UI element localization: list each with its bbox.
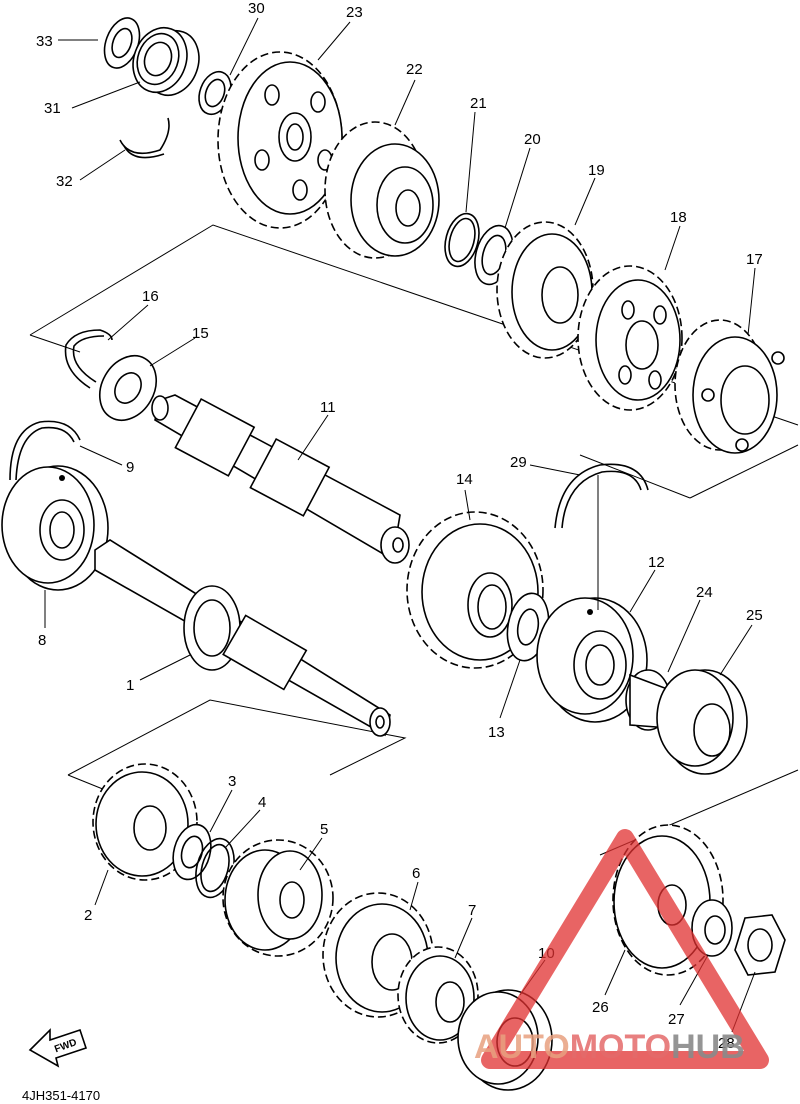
label-2: 2 — [84, 907, 92, 924]
label-7: 7 — [468, 902, 476, 919]
label-32: 32 — [56, 173, 73, 190]
part-27-lock-washer — [691, 899, 733, 957]
watermark-logo: AUTOMOTOHUB — [474, 829, 769, 1069]
label-5: 5 — [320, 821, 328, 838]
label-33: 33 — [36, 33, 53, 50]
part-18-gear — [577, 265, 683, 411]
part-29-half-ring — [554, 463, 649, 529]
label-21: 21 — [470, 95, 487, 112]
part-16-circlip — [64, 329, 113, 389]
part-7-gear — [397, 946, 479, 1044]
label-20: 20 — [524, 131, 541, 148]
label-22: 22 — [406, 61, 423, 78]
leader-lines — [44, 17, 756, 1033]
part-15-washer — [98, 355, 158, 421]
label-1: 1 — [126, 677, 134, 694]
part-25-oil-seal — [656, 669, 748, 775]
label-24: 24 — [696, 584, 713, 601]
part-11-drive-axle — [151, 394, 410, 564]
label-31: 31 — [44, 100, 61, 117]
label-28: 28 — [718, 1035, 735, 1052]
label-23: 23 — [346, 4, 363, 21]
part-28-nut — [734, 914, 786, 976]
part-2-gear — [92, 763, 198, 881]
part-31-bearing — [132, 26, 200, 97]
part-8-bearing — [1, 465, 109, 591]
label-13: 13 — [488, 724, 505, 741]
label-16: 16 — [142, 288, 159, 305]
watermark-triangle-icon — [481, 829, 769, 1069]
label-14: 14 — [456, 471, 473, 488]
part-1-main-axle — [94, 539, 391, 737]
part-9-half-ring — [9, 420, 81, 481]
label-12: 12 — [648, 554, 665, 571]
part-33-circlip — [103, 17, 141, 69]
label-19: 19 — [588, 162, 605, 179]
label-18: 18 — [670, 209, 687, 226]
label-29: 29 — [510, 454, 527, 471]
part-labels: 33 31 32 30 23 22 21 20 19 18 17 16 15 1… — [36, 0, 763, 1052]
label-3: 3 — [228, 773, 236, 790]
figure-code: 4JH351-4170 — [22, 1088, 100, 1103]
part-5-gear — [222, 839, 334, 957]
part-30-washer — [198, 70, 232, 116]
part-17-gear — [674, 319, 785, 454]
label-4: 4 — [258, 794, 266, 811]
label-8: 8 — [38, 632, 46, 649]
part-21-circlip — [444, 212, 480, 268]
part-22-gear — [324, 121, 440, 259]
label-11: 11 — [320, 399, 336, 416]
label-30: 30 — [248, 0, 265, 17]
part-19-gear — [496, 221, 594, 359]
label-25: 25 — [746, 607, 763, 624]
label-27: 27 — [668, 1011, 685, 1028]
label-9: 9 — [126, 459, 134, 476]
label-15: 15 — [192, 325, 209, 342]
part-32-half-ring — [119, 117, 170, 159]
part-23-gear — [217, 51, 343, 229]
part-12-bearing — [536, 597, 648, 723]
watermark-auto: AUTOMOTOHUB — [474, 1028, 745, 1066]
fwd-arrow-icon: FWD — [28, 1028, 88, 1068]
label-17: 17 — [746, 251, 763, 268]
label-26: 26 — [592, 999, 609, 1016]
label-6: 6 — [412, 865, 420, 882]
